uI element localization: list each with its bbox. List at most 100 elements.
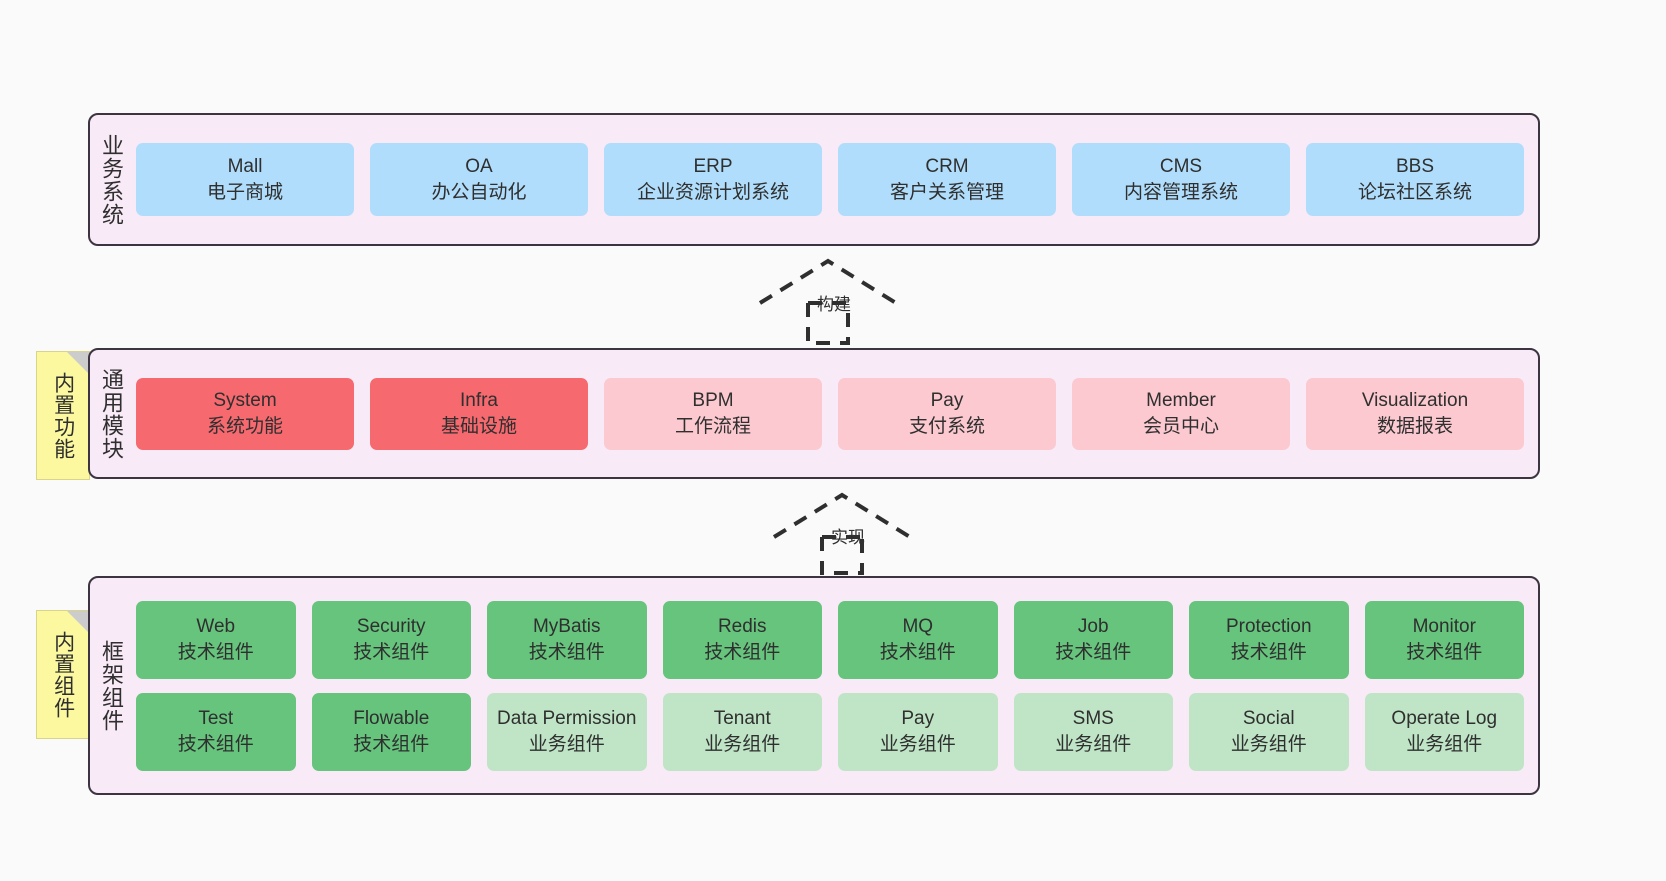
card-row: System 系统功能 Infra 基础设施 BPM 工作流程 Pay 支付系统… [136,377,1524,450]
layer-title-business-systems: 业务系统 [98,133,124,226]
card-title: MyBatis [532,616,601,638]
card-infra[interactable]: Infra 基础设施 [370,377,588,450]
card-protection[interactable]: Protection 技术组件 [1189,600,1349,679]
note-label: 内置组件 [51,630,75,719]
card-operate-log[interactable]: Operate Log 业务组件 [1364,692,1524,771]
card-title: BPM [692,390,734,412]
dashed-generalization-arrow-icon [772,492,912,575]
card-subtitle: 基础设施 [440,415,517,437]
card-title: Social [1242,708,1295,730]
card-title: Flowable [353,708,430,730]
card-title: Operate Log [1391,708,1498,730]
card-job[interactable]: Job 技术组件 [1013,600,1173,679]
card-subtitle: 办公自动化 [431,181,527,203]
layer-title-framework-components: 框架组件 [98,639,124,732]
card-redis[interactable]: Redis 技术组件 [662,600,822,679]
card-subtitle: 论坛社区系统 [1357,181,1472,203]
card-pay-business[interactable]: Pay 业务组件 [838,692,998,771]
card-social[interactable]: Social 业务组件 [1189,692,1349,771]
card-mybatis[interactable]: MyBatis 技术组件 [487,600,647,679]
connector-build: 构建 [756,253,916,345]
card-subtitle: 企业资源计划系统 [636,181,789,203]
card-subtitle: 业务组件 [1055,733,1132,755]
layer-business-systems: 业务系统 Mall 电子商城 OA 办公自动化 ERP 企业资源计划系统 CRM… [88,113,1540,246]
card-data-permission[interactable]: Data Permission 业务组件 [487,692,647,771]
card-subtitle: 业务组件 [1230,733,1307,755]
card-oa[interactable]: OA 办公自动化 [370,143,588,216]
dashed-generalization-arrow-icon [758,258,898,345]
card-pay[interactable]: Pay 支付系统 [838,377,1056,450]
card-title: MQ [902,616,934,638]
card-monitor[interactable]: Monitor 技术组件 [1364,600,1524,679]
card-subtitle: 数据报表 [1376,415,1453,437]
card-subtitle: 会员中心 [1142,415,1219,437]
card-web[interactable]: Web 技术组件 [136,600,296,679]
card-mq[interactable]: MQ 技术组件 [838,600,998,679]
card-subtitle: 业务组件 [704,733,781,755]
card-row: Web 技术组件 Security 技术组件 MyBatis 技术组件 Redi… [136,600,1524,679]
card-title: Job [1077,616,1109,638]
card-security[interactable]: Security 技术组件 [311,600,471,679]
card-subtitle: 内容管理系统 [1123,181,1238,203]
card-title: CRM [925,156,969,178]
card-title: Monitor [1412,616,1476,638]
layer-body-framework-components: Web 技术组件 Security 技术组件 MyBatis 技术组件 Redi… [132,578,1538,793]
card-row: Test 技术组件 Flowable 技术组件 Data Permission … [136,692,1524,771]
card-title: Data Permission [497,708,637,730]
layer-common-modules: 通用模块 System 系统功能 Infra 基础设施 BPM 工作流程 Pay… [88,348,1540,479]
card-title: Protection [1225,616,1312,638]
layer-body-common-modules: System 系统功能 Infra 基础设施 BPM 工作流程 Pay 支付系统… [132,350,1538,477]
card-title: Member [1146,390,1216,412]
card-title: BBS [1395,156,1435,178]
note-fold-corner-icon [67,352,89,374]
connector-build-label: 构建 [817,295,851,314]
card-cms[interactable]: CMS 内容管理系统 [1072,143,1290,216]
card-subtitle: 业务组件 [528,733,605,755]
card-title: OA [465,156,493,178]
card-test[interactable]: Test 技术组件 [136,692,296,771]
card-row: Mall 电子商城 OA 办公自动化 ERP 企业资源计划系统 CRM 客户关系… [136,143,1524,216]
layer-framework-components: 框架组件 Web 技术组件 Security 技术组件 MyBatis 技术组件… [88,576,1540,795]
card-title: Web [196,616,236,638]
note-fold-corner-icon [67,611,89,633]
card-subtitle: 业务组件 [879,733,956,755]
card-bpm[interactable]: BPM 工作流程 [604,377,822,450]
card-title: Mall [227,156,263,178]
card-crm[interactable]: CRM 客户关系管理 [838,143,1056,216]
card-title: Visualization [1361,390,1469,412]
card-subtitle: 工作流程 [674,415,751,437]
note-builtin-functions: 内置功能 [36,351,90,480]
card-title: Test [198,708,234,730]
card-subtitle: 技术组件 [528,641,605,663]
card-mall[interactable]: Mall 电子商城 [136,143,354,216]
card-subtitle: 技术组件 [353,733,430,755]
card-subtitle: 业务组件 [1406,733,1483,755]
card-subtitle: 技术组件 [353,641,430,663]
card-subtitle: 技术组件 [879,641,956,663]
card-title: SMS [1072,708,1114,730]
note-builtin-components: 内置组件 [36,610,90,739]
card-bbs[interactable]: BBS 论坛社区系统 [1306,143,1524,216]
card-subtitle: 技术组件 [1406,641,1483,663]
card-subtitle: 技术组件 [704,641,781,663]
card-title: Redis [717,616,767,638]
card-erp[interactable]: ERP 企业资源计划系统 [604,143,822,216]
layer-title-common-modules: 通用模块 [98,367,124,460]
layer-body-business-systems: Mall 电子商城 OA 办公自动化 ERP 企业资源计划系统 CRM 客户关系… [132,115,1538,244]
card-visualization[interactable]: Visualization 数据报表 [1306,377,1524,450]
note-label: 内置功能 [51,371,75,460]
card-sms[interactable]: SMS 业务组件 [1013,692,1173,771]
card-system[interactable]: System 系统功能 [136,377,354,450]
card-subtitle: 技术组件 [177,733,254,755]
card-subtitle: 支付系统 [908,415,985,437]
card-tenant[interactable]: Tenant 业务组件 [662,692,822,771]
card-subtitle: 技术组件 [1230,641,1307,663]
card-member[interactable]: Member 会员中心 [1072,377,1290,450]
card-title: CMS [1159,156,1203,178]
card-subtitle: 客户关系管理 [889,181,1004,203]
card-subtitle: 技术组件 [1055,641,1132,663]
card-subtitle: 电子商城 [206,181,283,203]
card-flowable[interactable]: Flowable 技术组件 [311,692,471,771]
card-title: Tenant [713,708,771,730]
